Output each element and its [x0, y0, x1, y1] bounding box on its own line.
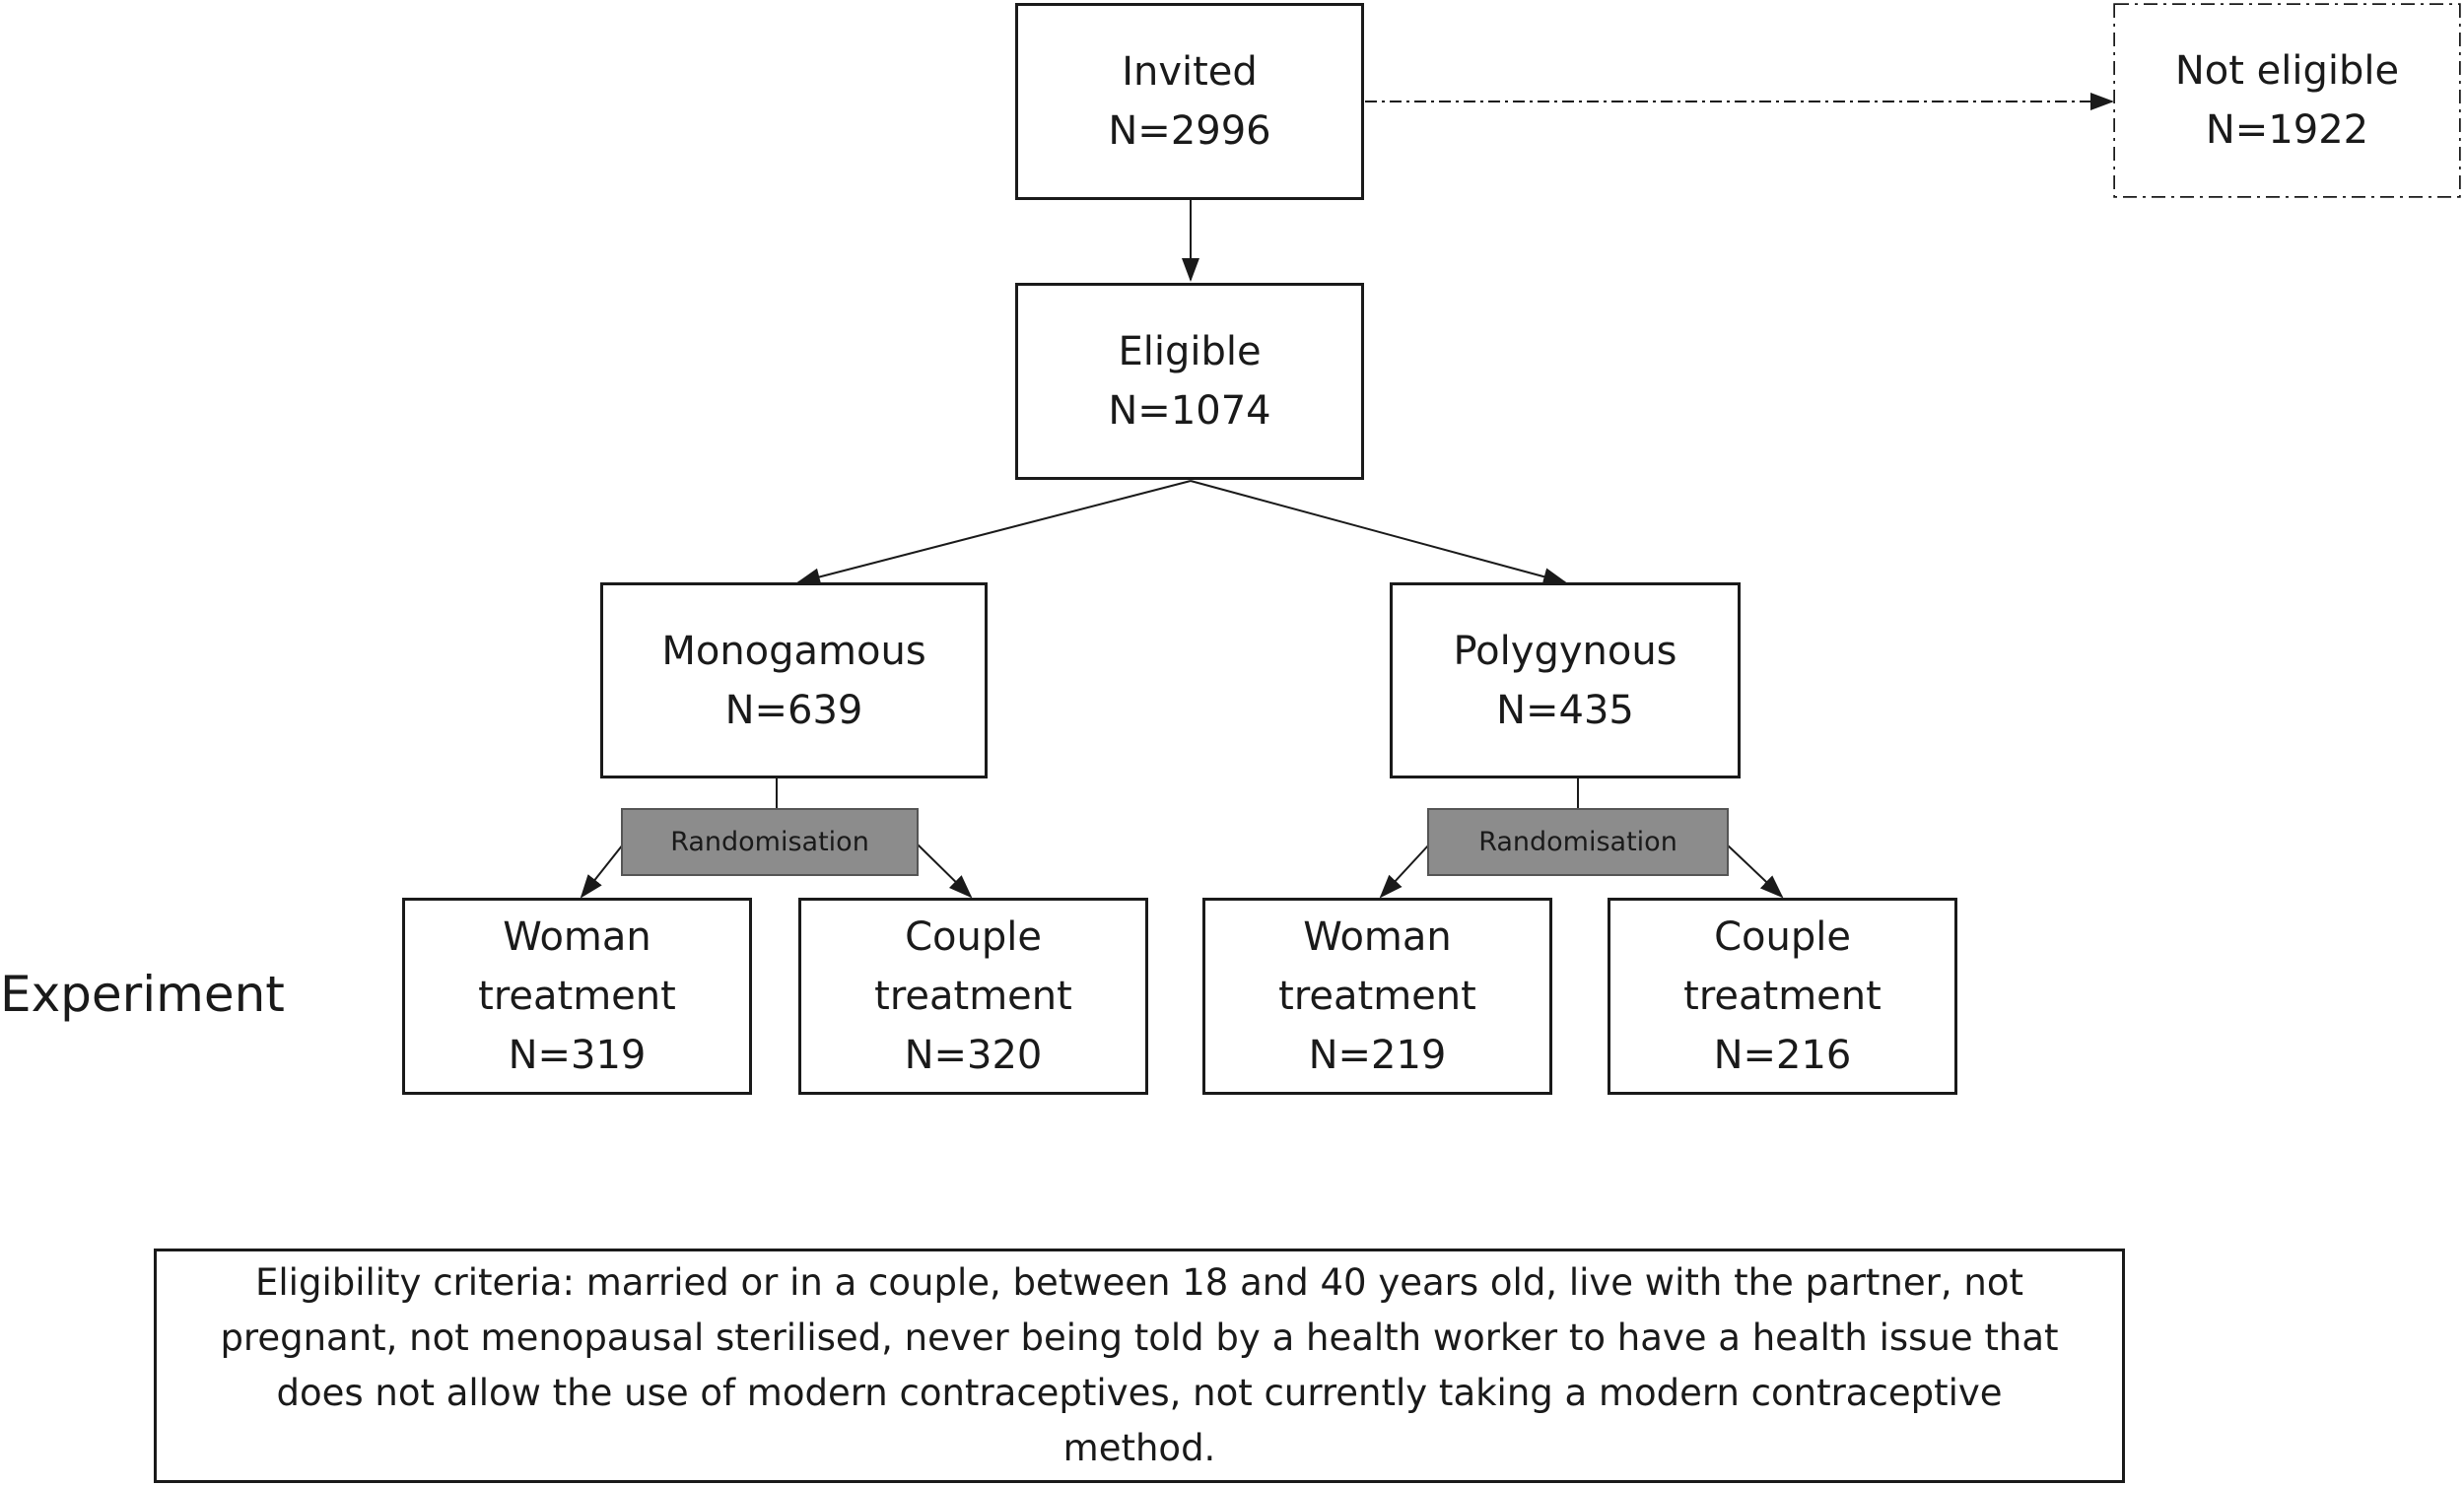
node-mono-woman-treatment: Woman treatment N=319 — [402, 898, 752, 1095]
node-invited: Invited N=2996 — [1015, 3, 1364, 200]
node-not-eligible: Not eligible N=1922 — [2115, 5, 2459, 196]
randomisation-polygynous-label: Randomisation — [1478, 827, 1677, 857]
eligibility-criteria-box: Eligibility criteria: married or in a co… — [154, 1249, 2125, 1483]
node-monogamous-title: Monogamous — [661, 628, 926, 674]
node-mono-woman-line1: Woman — [503, 914, 651, 960]
node-poly-woman-line2: treatment — [1278, 974, 1476, 1019]
arrow-poly-rand-to-couple — [1726, 844, 1784, 899]
arrow-eligible-to-polygynous — [1190, 480, 1567, 585]
eligibility-criteria-text: Eligibility criteria: married or in a co… — [220, 1261, 2059, 1469]
node-poly-couple-line1: Couple — [1714, 914, 1851, 960]
node-poly-couple-treatment: Couple treatment N=216 — [1608, 898, 1957, 1095]
node-mono-couple-line2: treatment — [874, 974, 1072, 1019]
node-monogamous-count: N=639 — [724, 687, 863, 733]
node-poly-couple-count: N=216 — [1713, 1033, 1852, 1078]
node-not-eligible-count: N=1922 — [2205, 107, 2369, 153]
node-polygynous: Polygynous N=435 — [1390, 582, 1741, 778]
node-mono-couple-count: N=320 — [904, 1033, 1043, 1078]
node-polygynous-title: Polygynous — [1453, 628, 1677, 674]
node-poly-woman-count: N=219 — [1308, 1033, 1447, 1078]
node-mono-couple-treatment: Couple treatment N=320 — [798, 898, 1148, 1095]
node-eligible-title: Eligible — [1118, 329, 1262, 374]
randomisation-polygynous: Randomisation — [1427, 808, 1729, 876]
arrow-eligible-to-monogamous — [796, 480, 1192, 586]
node-mono-woman-count: N=319 — [508, 1033, 647, 1078]
randomisation-monogamous: Randomisation — [621, 808, 919, 876]
node-invited-count: N=2996 — [1108, 108, 1271, 154]
node-mono-woman-line2: treatment — [478, 974, 676, 1019]
node-poly-couple-line2: treatment — [1683, 974, 1882, 1019]
arrow-mono-rand-to-woman — [580, 844, 624, 899]
node-poly-woman-treatment: Woman treatment N=219 — [1202, 898, 1552, 1095]
randomisation-monogamous-label: Randomisation — [670, 827, 869, 857]
node-polygynous-count: N=435 — [1496, 687, 1634, 733]
arrow-poly-rand-to-woman — [1379, 844, 1430, 899]
node-not-eligible-title: Not eligible — [2174, 48, 2400, 94]
arrow-mono-rand-to-couple — [917, 844, 973, 899]
node-mono-couple-line1: Couple — [905, 914, 1042, 960]
node-eligible-count: N=1074 — [1108, 388, 1271, 434]
node-eligible: Eligible N=1074 — [1015, 283, 1364, 480]
experiment-label: Experiment — [0, 966, 285, 1023]
node-invited-title: Invited — [1122, 49, 1258, 95]
node-monogamous: Monogamous N=639 — [600, 582, 988, 778]
node-poly-woman-line1: Woman — [1303, 914, 1452, 960]
